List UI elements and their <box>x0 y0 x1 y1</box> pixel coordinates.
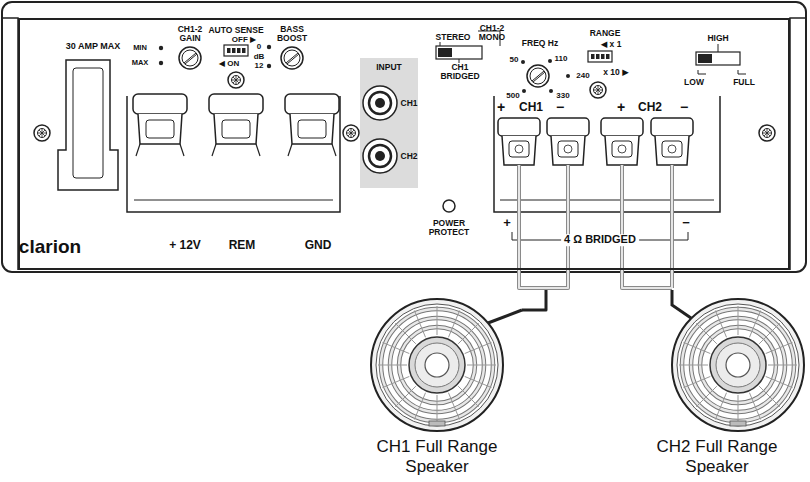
panel-label: INPUT <box>376 63 402 72</box>
panel-label: − <box>682 216 690 230</box>
panel-label: BASS BOOST <box>272 25 312 43</box>
panel-label: FREQ Hz <box>522 39 558 48</box>
panel-label: FULL <box>733 78 755 87</box>
panel-label: dB <box>254 52 265 60</box>
panel-label: 240 <box>576 72 589 80</box>
speaker-illustration <box>352 297 522 437</box>
panel-label: 12 <box>255 62 264 70</box>
panel-label: CH2 <box>400 152 417 161</box>
panel-label: LOW <box>684 78 704 87</box>
channel-label: CH2 <box>638 101 662 113</box>
panel-label: x 10 ▶ <box>603 68 628 77</box>
panel-label: POWER PROTECT <box>423 219 475 237</box>
panel-label: 4 Ω BRIDGED <box>561 234 639 246</box>
terminal-sign: + <box>497 100 505 114</box>
terminal-sign: + <box>617 100 625 114</box>
panel-label: CH1-2 MONO <box>475 24 509 42</box>
panel-label: OFF ▶ <box>232 36 256 44</box>
output-terminal-group: + CH2 − <box>598 98 722 290</box>
speaker-illustration <box>632 297 802 437</box>
panel-label: MAX <box>132 59 149 67</box>
panel-label: CH1 <box>400 99 417 108</box>
panel-label: ◀ x 1 <box>601 40 622 49</box>
speaker: CH2 Full Range Speaker <box>632 297 802 477</box>
panel-label: ◀ ON <box>219 60 239 68</box>
brand-logo: clarion <box>19 237 81 256</box>
panel-label: CH1-2 GAIN <box>170 25 210 43</box>
panel-label: 0 <box>257 43 261 51</box>
speaker-caption: CH2 Full Range Speaker <box>632 437 802 477</box>
amplifier-panel: + CH1 − + CH2 − clarion <box>18 18 790 270</box>
panel-label: + 12V <box>169 239 201 252</box>
panel-label: 330 <box>556 92 569 100</box>
panel-label: 30 AMP MAX <box>66 42 121 51</box>
panel-label: CH1 BRIDGED <box>437 63 483 81</box>
terminal-sign: − <box>556 100 564 114</box>
output-terminal-group: + CH1 − <box>494 98 598 290</box>
panel-label: STEREO <box>436 33 471 42</box>
panel-label: HIGH <box>707 34 728 43</box>
panel-label: 110 <box>555 55 568 63</box>
panel-label: AUTO SENSE <box>208 26 263 35</box>
speaker: CH1 Full Range Speaker <box>352 297 522 477</box>
panel-label: GND <box>305 239 332 252</box>
panel-label: + <box>503 216 511 230</box>
panel-label: 50 <box>510 56 519 64</box>
channel-label: CH1 <box>519 101 543 113</box>
panel-label: RANGE <box>590 29 621 38</box>
speaker-caption: CH1 Full Range Speaker <box>352 437 522 477</box>
panel-label: REM <box>229 239 256 252</box>
speaker-cable <box>522 290 546 310</box>
panel-label: MIN <box>133 44 147 52</box>
terminal-sign: − <box>680 100 688 114</box>
speaker-cable <box>671 290 674 297</box>
panel-label: 500 <box>506 92 519 100</box>
